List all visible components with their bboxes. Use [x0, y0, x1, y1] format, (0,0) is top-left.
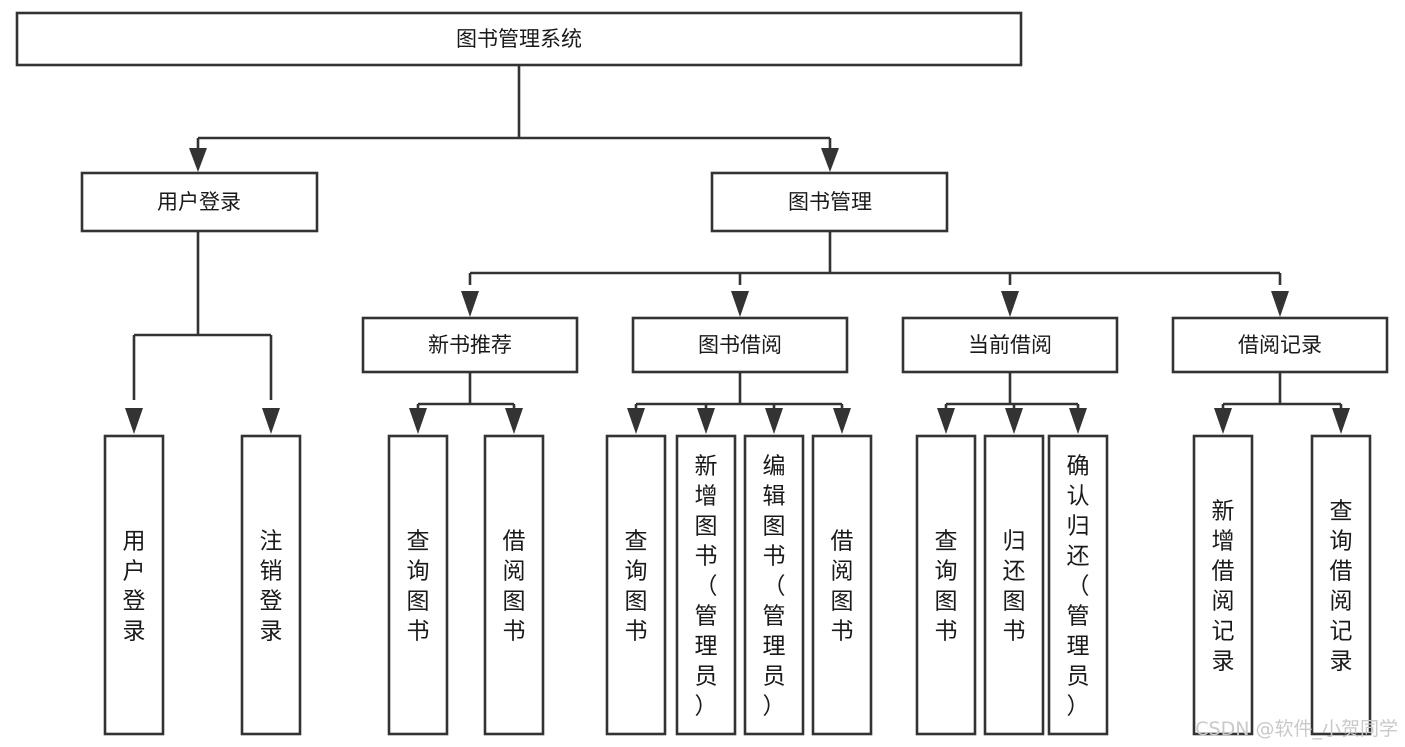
- node-user-login-label: 用户登录: [157, 190, 241, 214]
- arrow-to-leaf-borrow-book-1: [505, 408, 523, 434]
- node-leaf-query-book-1-box[interactable]: [387, 434, 449, 736]
- edge-root-bus: [196, 65, 832, 150]
- arrow-to-leaf-add-record: [1214, 408, 1232, 434]
- arrow-to-leaf-query-book-2: [627, 408, 645, 434]
- node-leaf-query-book-2-label: 查询图书: [625, 528, 648, 644]
- node-leaf-confirm-return[interactable]: 确认归还（管理员）: [1047, 434, 1109, 736]
- arrow-to-new-book-recommend: [461, 291, 479, 317]
- edge-currentborrow-bus: [944, 373, 1080, 410]
- node-leaf-edit-book[interactable]: 编辑图书（管理员）: [743, 434, 805, 736]
- node-leaf-query-record-box[interactable]: [1310, 434, 1372, 736]
- node-borrow-record[interactable]: 借阅记录: [1171, 316, 1389, 374]
- node-root-box[interactable]: [15, 11, 1023, 67]
- arrow-to-leaf-query-record: [1332, 408, 1350, 434]
- node-leaf-confirm-return-label: 确认归还（管理员）: [1067, 453, 1090, 719]
- node-leaf-borrow-book-2[interactable]: 借阅图书: [811, 434, 873, 736]
- node-leaf-return-book[interactable]: 归还图书: [983, 434, 1045, 736]
- arrow-to-leaf-user-logout: [262, 408, 280, 434]
- edge-newbook-bus: [416, 373, 516, 410]
- node-leaf-query-book-1-label: 查询图书: [407, 528, 430, 644]
- node-user-login[interactable]: 用户登录: [80, 171, 319, 233]
- node-leaf-query-book-3-box[interactable]: [915, 434, 977, 736]
- node-leaf-add-record-label: 新增借阅记录: [1212, 498, 1235, 674]
- node-leaf-borrow-book-2-label: 借阅图书: [831, 528, 854, 644]
- node-leaf-query-book-1[interactable]: 查询图书: [387, 434, 449, 736]
- node-leaf-edit-book-label: 编辑图书（管理员）: [763, 453, 786, 719]
- node-leaf-user-login-label: 用户登录: [123, 528, 146, 644]
- arrow-to-book-borrow: [731, 291, 749, 317]
- node-leaf-borrow-book-1-box[interactable]: [483, 434, 545, 736]
- node-current-borrow-label: 当前借阅: [968, 333, 1052, 357]
- arrow-to-user-login: [189, 148, 207, 172]
- node-borrow-record-box[interactable]: [1171, 316, 1389, 374]
- arrow-to-leaf-edit-book: [765, 408, 783, 434]
- node-leaf-add-book-label: 新增图书（管理员）: [695, 453, 718, 719]
- node-leaf-query-book-3[interactable]: 查询图书: [915, 434, 977, 736]
- edge-userlogin-bus: [132, 232, 273, 400]
- node-leaf-query-record-label: 查询借阅记录: [1330, 498, 1353, 674]
- node-leaf-return-book-label: 归还图书: [1003, 528, 1026, 644]
- edge-borrowrecord-bus: [1221, 373, 1343, 410]
- node-root[interactable]: 图书管理系统: [15, 11, 1023, 67]
- node-new-book-recommend-box[interactable]: [361, 316, 579, 374]
- node-leaf-confirm-return-box[interactable]: [1047, 434, 1109, 736]
- node-root-label: 图书管理系统: [456, 27, 582, 51]
- node-book-manage-label: 图书管理: [788, 190, 872, 214]
- node-leaf-user-logout-box[interactable]: [240, 434, 302, 736]
- arrow-to-leaf-query-book-1: [409, 408, 427, 434]
- node-current-borrow[interactable]: 当前借阅: [901, 316, 1119, 374]
- node-leaf-edit-book-box[interactable]: [743, 434, 805, 736]
- arrow-to-borrow-record: [1271, 291, 1289, 317]
- edge-bookborrow-bus: [634, 373, 844, 410]
- node-leaf-add-book[interactable]: 新增图书（管理员）: [675, 434, 737, 736]
- node-book-borrow-box[interactable]: [631, 316, 849, 374]
- node-leaf-user-logout-label: 注销登录: [260, 528, 283, 644]
- node-leaf-user-login[interactable]: 用户登录: [103, 434, 165, 736]
- edge-bookmanage-bus: [468, 232, 1282, 285]
- arrow-to-leaf-query-book-3: [937, 408, 955, 434]
- node-book-manage-box[interactable]: [710, 171, 949, 233]
- arrow-to-leaf-return-book: [1005, 408, 1023, 434]
- csdn-watermark: CSDN @软件_小贺同学: [1195, 718, 1398, 740]
- node-current-borrow-box[interactable]: [901, 316, 1119, 374]
- node-leaf-query-record[interactable]: 查询借阅记录: [1310, 434, 1372, 736]
- node-leaf-borrow-book-2-box[interactable]: [811, 434, 873, 736]
- node-leaf-query-book-2-box[interactable]: [605, 434, 667, 736]
- node-leaf-user-login-box[interactable]: [103, 434, 165, 736]
- node-leaf-query-book-3-label: 查询图书: [935, 528, 958, 644]
- node-leaf-add-record[interactable]: 新增借阅记录: [1192, 434, 1254, 736]
- node-book-borrow-label: 图书借阅: [698, 333, 782, 357]
- arrow-to-leaf-borrow-book-2: [833, 408, 851, 434]
- node-leaf-add-book-box[interactable]: [675, 434, 737, 736]
- edge-layer: [125, 65, 1350, 434]
- node-leaf-borrow-book-1-label: 借阅图书: [503, 528, 526, 644]
- node-leaf-borrow-book-1[interactable]: 借阅图书: [483, 434, 545, 736]
- node-new-book-recommend-label: 新书推荐: [428, 333, 512, 357]
- node-borrow-record-label: 借阅记录: [1238, 333, 1322, 357]
- node-book-borrow[interactable]: 图书借阅: [631, 316, 849, 374]
- node-leaf-return-book-box[interactable]: [983, 434, 1045, 736]
- node-leaf-add-record-box[interactable]: [1192, 434, 1254, 736]
- node-leaf-query-book-2[interactable]: 查询图书: [605, 434, 667, 736]
- node-user-login-box[interactable]: [80, 171, 319, 233]
- node-book-manage[interactable]: 图书管理: [710, 171, 949, 233]
- arrow-to-leaf-user-login: [125, 408, 143, 434]
- arrow-to-leaf-confirm-return: [1069, 408, 1087, 434]
- arrow-to-current-borrow: [1001, 291, 1019, 317]
- node-new-book-recommend[interactable]: 新书推荐: [361, 316, 579, 374]
- arrow-to-leaf-add-book: [697, 408, 715, 434]
- node-leaf-user-logout[interactable]: 注销登录: [240, 434, 302, 736]
- arrow-to-book-manage: [821, 148, 839, 172]
